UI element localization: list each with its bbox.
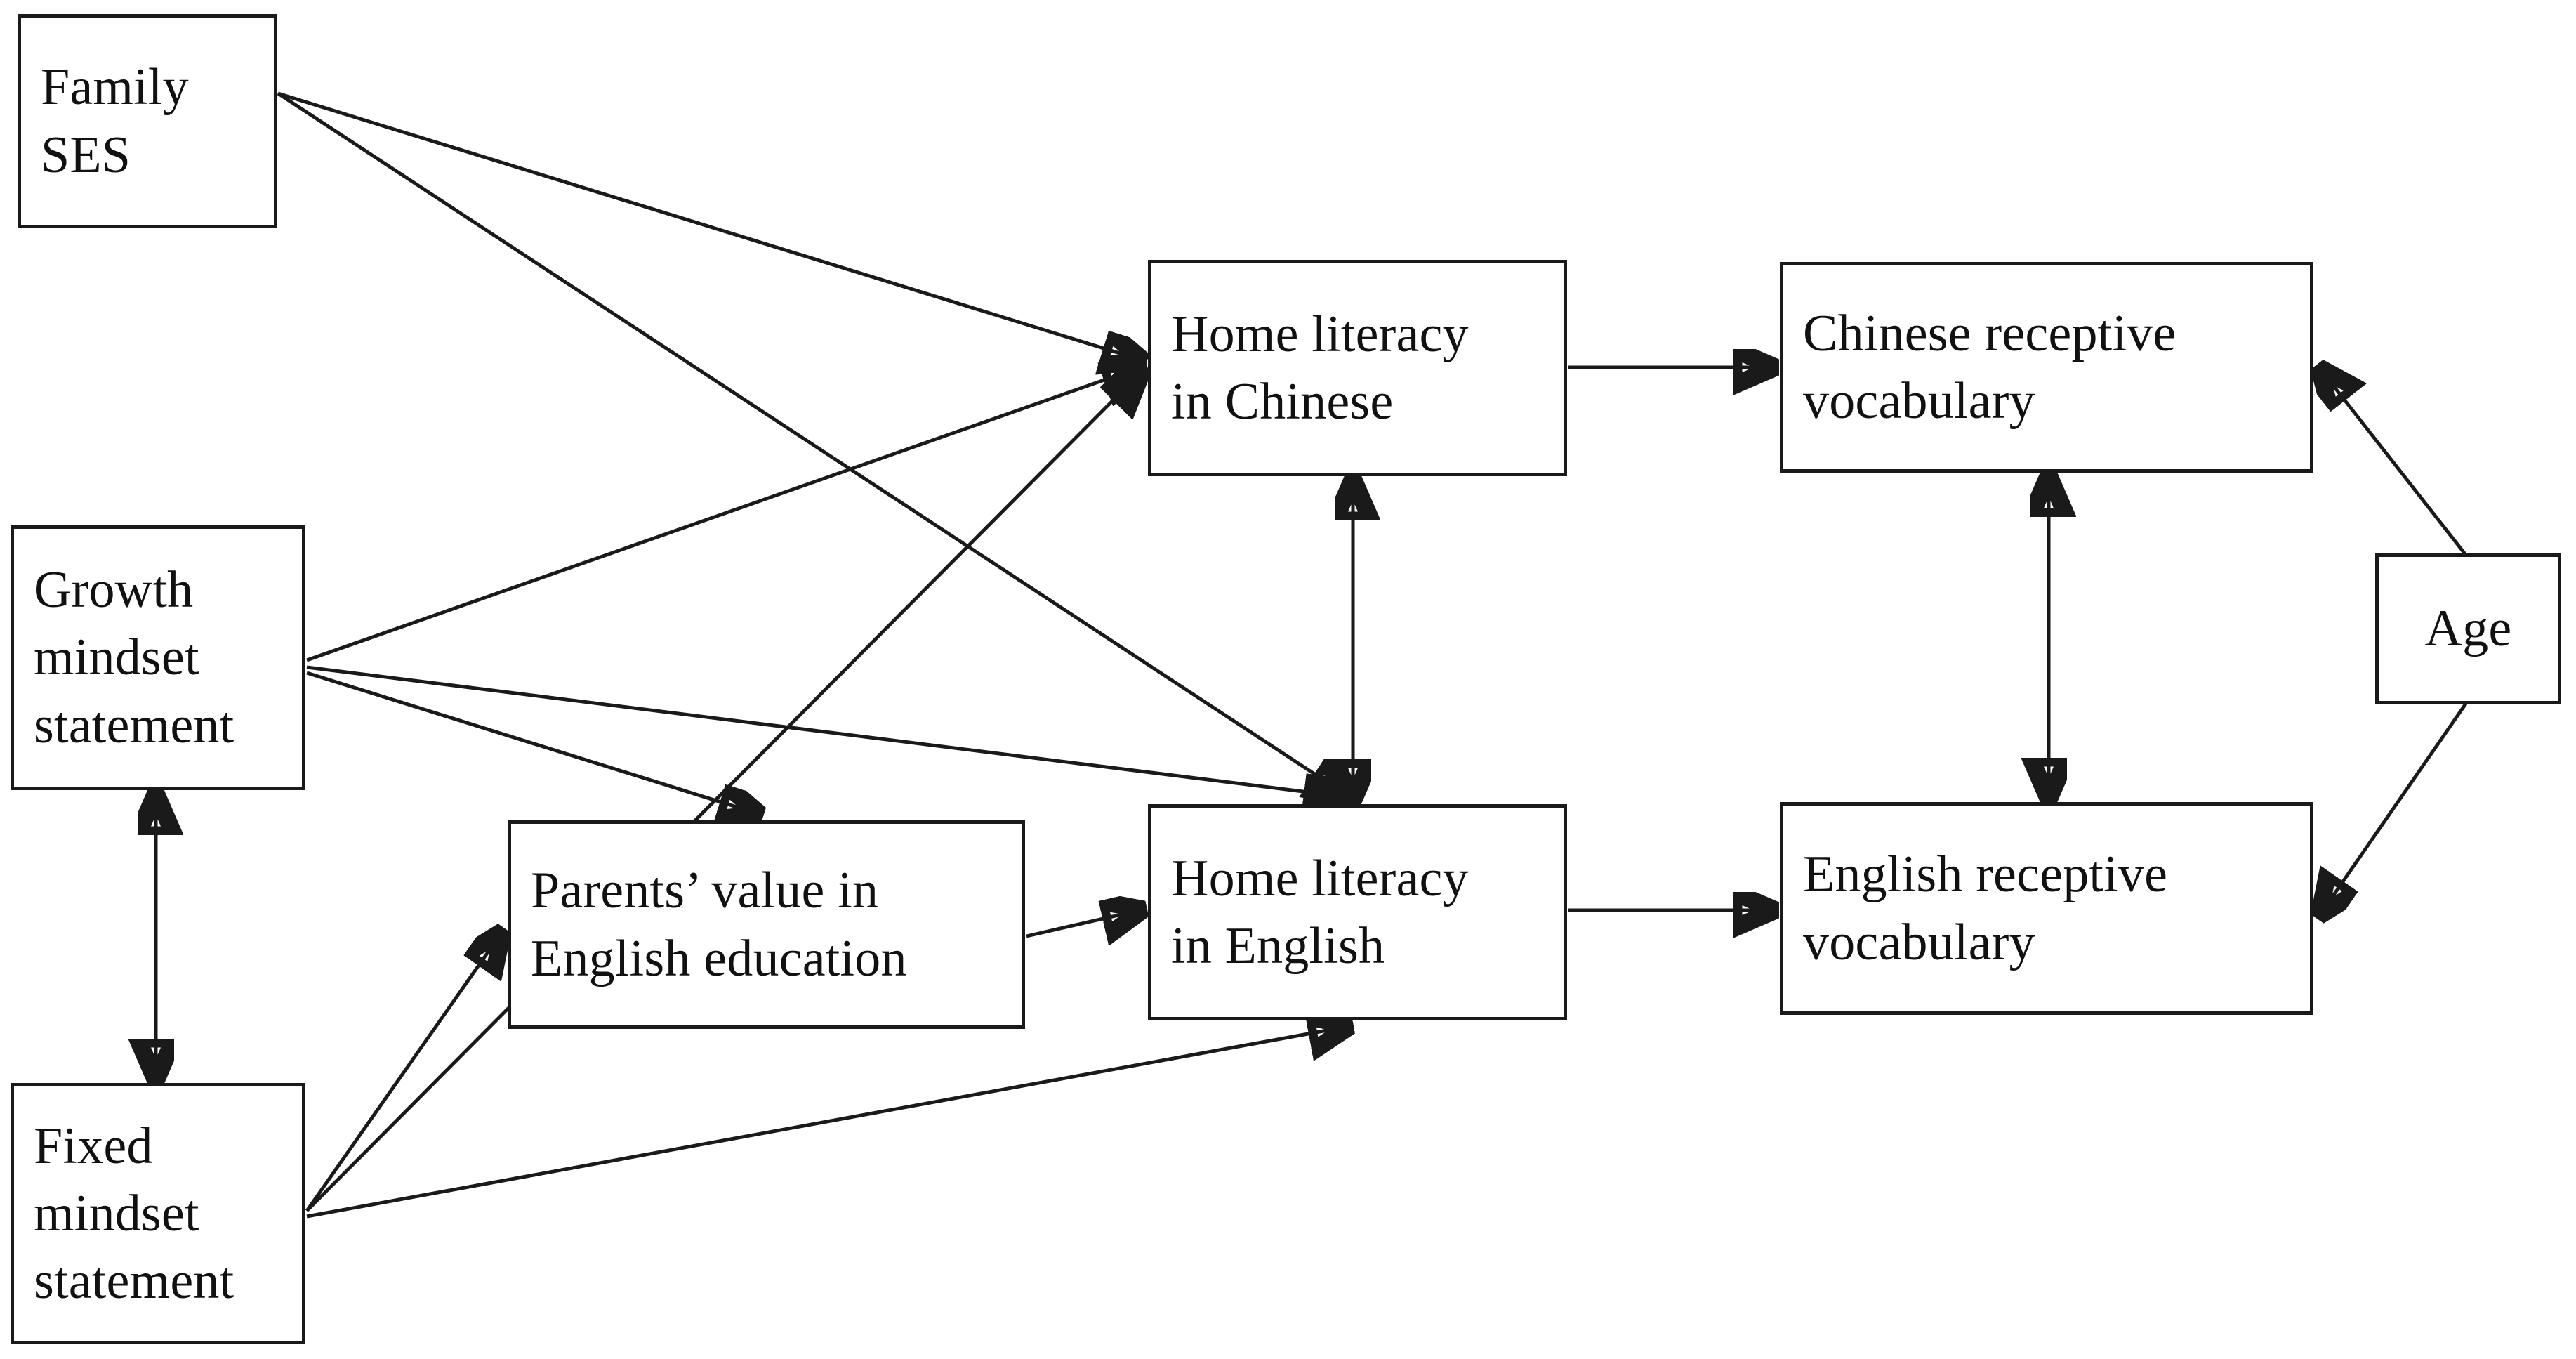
edge-fixed-to-parents-value xyxy=(305,934,501,1212)
node-label-chinese-receptive-vocabulary: Chinese receptive vocabulary xyxy=(1803,304,2177,430)
edge-fixed-to-home-literacy-english xyxy=(306,1027,1347,1219)
edge-age-to-chinese-vocab xyxy=(2321,370,2467,556)
node-home-literacy-english[interactable]: Home literacy in English xyxy=(1148,804,1567,1020)
node-age[interactable]: Age xyxy=(2375,553,2561,704)
node-label-parents-value-english-education: Parents’ value in English education xyxy=(531,862,907,987)
node-label-family-ses: Family SES xyxy=(41,58,189,184)
edge-growth-to-home-literacy-english xyxy=(306,665,1342,796)
node-parents-value-english-education[interactable]: Parents’ value in English education xyxy=(508,820,1025,1029)
edge-fixed-to-home-literacy-chinese xyxy=(305,373,1140,1212)
node-label-growth-mindset-statement: Growth mindset statement xyxy=(34,561,235,754)
edge-growth-to-home-literacy-chinese xyxy=(306,367,1140,662)
node-home-literacy-chinese[interactable]: Home literacy in Chinese xyxy=(1148,260,1567,476)
node-fixed-mindset-statement[interactable]: Fixed mindset statement xyxy=(11,1083,305,1344)
node-label-age: Age xyxy=(2424,600,2512,658)
node-growth-mindset-statement[interactable]: Growth mindset statement xyxy=(11,525,305,790)
node-label-english-receptive-vocabulary: English receptive vocabulary xyxy=(1803,846,2168,971)
node-family-ses[interactable]: Family SES xyxy=(18,14,277,228)
node-label-home-literacy-chinese: Home literacy in Chinese xyxy=(1171,305,1469,431)
node-chinese-receptive-vocabulary[interactable]: Chinese receptive vocabulary xyxy=(1780,262,2313,473)
edge-age-to-english-vocab xyxy=(2321,702,2468,913)
node-english-receptive-vocabulary[interactable]: English receptive vocabulary xyxy=(1780,802,2313,1015)
edge-growth-to-parents-value xyxy=(306,671,757,813)
node-label-fixed-mindset-statement: Fixed mindset statement xyxy=(34,1117,235,1311)
edge-parents-value-to-home-literacy-english xyxy=(1026,910,1140,936)
node-label-home-literacy-english: Home literacy in English xyxy=(1171,849,1469,975)
edge-ses-to-home-literacy-chinese xyxy=(277,91,1140,360)
edge-ses-to-home-literacy-english xyxy=(277,91,1347,795)
